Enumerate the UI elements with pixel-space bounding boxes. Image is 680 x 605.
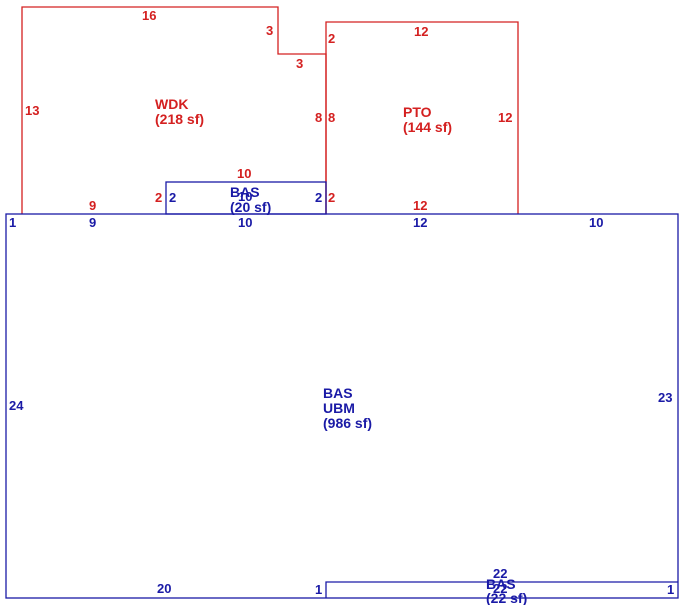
- dim-pto-left-lower: 2: [328, 190, 335, 205]
- bas-main-size-label: (986 sf): [323, 415, 372, 431]
- bas-main-code-label: BAS: [323, 385, 353, 401]
- wdk-size-label: (218 sf): [155, 111, 204, 127]
- dim-bas-small-left: 2: [169, 190, 176, 205]
- area-labels: WDK (218 sf) PTO (144 sf) BAS (20 sf) BA…: [155, 96, 527, 605]
- dim-pto-top: 12: [414, 24, 428, 39]
- dim-wdk-top: 16: [142, 8, 156, 23]
- attached-dimension-labels: 16 3 3 13 8 9 2 10 12 2 8 12 2 12: [25, 8, 512, 213]
- bas-main-outline: [5, 213, 679, 599]
- dim-wdk-right: 8: [315, 110, 322, 125]
- dim-main-left: 24: [9, 398, 24, 413]
- dim-pto-left-upper: 2: [328, 31, 335, 46]
- bas-bottom-outline: [325, 581, 678, 598]
- dim-bas-bottom-inner: 22: [493, 581, 507, 596]
- bas-main-sub-label: UBM: [323, 400, 355, 416]
- bas-bottom-size-label: (22 sf): [486, 590, 527, 605]
- main-dimension-labels: 2 10 2 1 9 10 12 10 24 23 20 1 22 22 1: [9, 189, 674, 597]
- dim-main-right: 23: [658, 390, 672, 405]
- dim-bas-small-top: 10: [238, 189, 252, 204]
- dim-wdk-step-vertical: 3: [266, 23, 273, 38]
- dim-main-top-segment-1: 9: [89, 215, 96, 230]
- bas-small-code-label: BAS: [230, 184, 260, 200]
- dim-wdk-bottom-right-vertical: 2: [155, 190, 162, 205]
- dim-main-top-segment-2: 10: [238, 215, 252, 230]
- dim-wdk-step-horizontal: 3: [296, 56, 303, 71]
- dim-bas-small-right: 2: [315, 190, 322, 205]
- bas-bottom-code-label: BAS: [486, 576, 516, 592]
- bas-small-size-label: (20 sf): [230, 199, 271, 215]
- dim-bas-bottom-top: 22: [493, 566, 507, 581]
- dim-pto-left: 8: [328, 110, 335, 125]
- wdk-code-label: WDK: [155, 96, 188, 112]
- dim-main-bottom-notch: 1: [315, 582, 322, 597]
- main-structures: [5, 181, 679, 599]
- pto-outline: [325, 21, 519, 214]
- dim-wdk-bottom-left: 9: [89, 198, 96, 213]
- dim-pto-right: 12: [498, 110, 512, 125]
- pto-size-label: (144 sf): [403, 119, 452, 135]
- dim-main-top-segment-4: 10: [589, 215, 603, 230]
- pto-code-label: PTO: [403, 104, 432, 120]
- attached-structures: [21, 6, 519, 214]
- dim-pto-bottom: 12: [413, 198, 427, 213]
- dim-bas-small-top-red: 10: [237, 166, 251, 181]
- dim-main-top-left-corner: 1: [9, 215, 16, 230]
- dim-main-bottom-left: 20: [157, 581, 171, 596]
- dim-bas-bottom-right: 1: [667, 582, 674, 597]
- dim-wdk-left: 13: [25, 103, 39, 118]
- dim-main-top-segment-3: 12: [413, 215, 427, 230]
